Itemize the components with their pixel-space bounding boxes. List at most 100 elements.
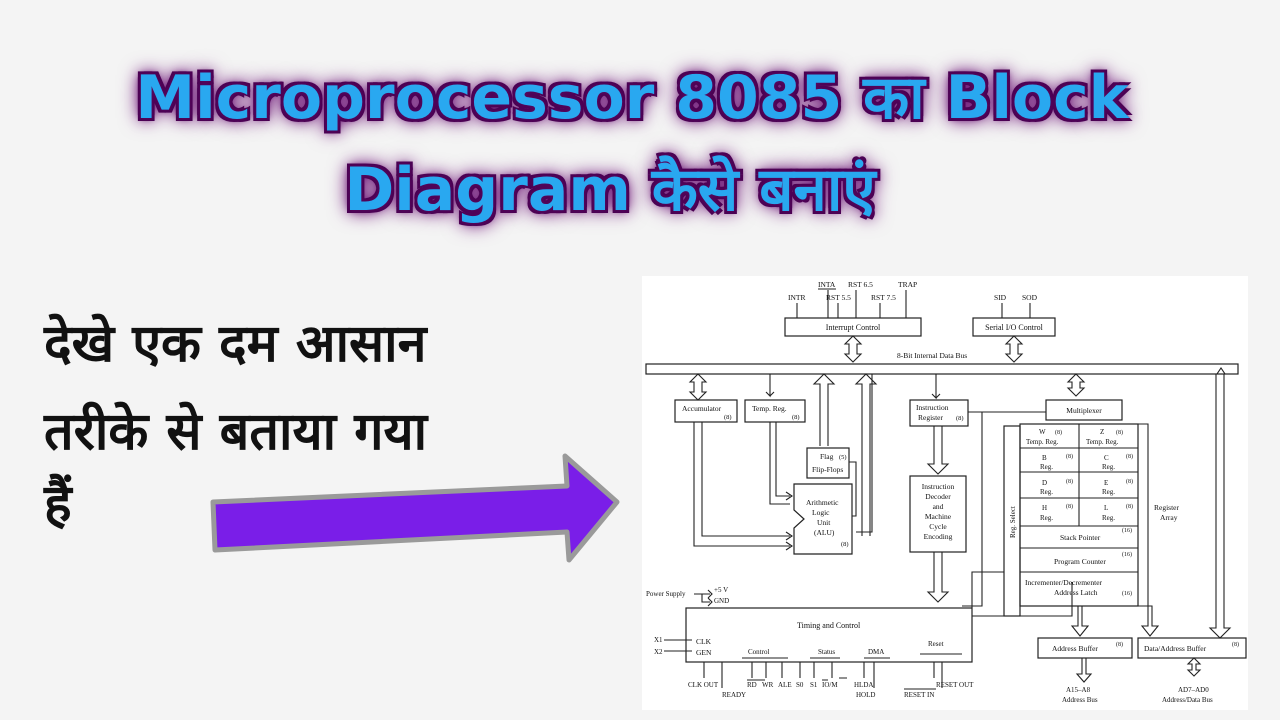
reg-w-desc: Temp. Reg. bbox=[1026, 438, 1059, 446]
instruction-register-line-1: Instruction bbox=[916, 403, 949, 412]
block-diagram-8085: INTA RST 6.5 TRAP INTR RST 5.5 RST 7.5 S… bbox=[642, 276, 1248, 710]
reg-h-name: H bbox=[1042, 504, 1047, 512]
sid-label: SID bbox=[994, 293, 1007, 302]
alu-line-4: (ALU) bbox=[814, 528, 835, 537]
gnd-label: GND bbox=[714, 597, 729, 605]
serial-io-label: Serial I/O Control bbox=[985, 323, 1044, 332]
address-buffer-bits: (8) bbox=[1116, 641, 1123, 648]
reg-d-bits: (8) bbox=[1066, 478, 1073, 485]
reg-e-desc: Reg. bbox=[1102, 488, 1115, 496]
inc-dec-bits: (16) bbox=[1122, 590, 1132, 597]
reset-in-label: RESET IN bbox=[904, 691, 934, 699]
reg-z-bits: (8) bbox=[1116, 429, 1123, 436]
reg-c-name: C bbox=[1104, 454, 1109, 462]
instruction-register-bits: (8) bbox=[956, 415, 964, 422]
plus5v-label: +5 V bbox=[714, 586, 728, 594]
alu-line-1: Arithmetic bbox=[806, 498, 839, 507]
data-bus-range: AD7–AD0 bbox=[1178, 686, 1209, 694]
hold-label: HOLD bbox=[856, 691, 875, 699]
rst55-label: RST 5.5 bbox=[826, 293, 851, 302]
alu-line-3: Unit bbox=[817, 518, 831, 527]
x2-label: X2 bbox=[654, 648, 663, 656]
flag-bits: (5) bbox=[839, 454, 847, 461]
reg-l-name: L bbox=[1104, 504, 1108, 512]
reg-w-bits: (8) bbox=[1055, 429, 1062, 436]
right-arrow-icon bbox=[210, 453, 620, 563]
decoder-line-2: Decoder bbox=[925, 492, 951, 501]
reset-label: Reset bbox=[928, 640, 944, 648]
address-bus-label: Address Bus bbox=[1062, 696, 1098, 704]
title-line-2: Diagram कैसे बनाएं bbox=[344, 155, 876, 225]
flip-flops-label: Flip-Flops bbox=[812, 465, 843, 474]
rd-label: RD bbox=[747, 681, 757, 689]
inc-dec-line-2: Address Latch bbox=[1054, 588, 1098, 597]
accumulator-bits: (8) bbox=[724, 414, 732, 421]
alu-bits: (8) bbox=[841, 541, 849, 548]
io-m-label: IO/M bbox=[822, 681, 838, 689]
sod-label: SOD bbox=[1022, 293, 1038, 302]
stack-pointer-label: Stack Pointer bbox=[1060, 533, 1101, 542]
decoder-line-6: Encoding bbox=[924, 532, 953, 541]
rst75-label: RST 7.5 bbox=[871, 293, 896, 302]
data-bus-label: Address/Data Bus bbox=[1162, 696, 1213, 704]
s0-label: S0 bbox=[796, 681, 804, 689]
reg-select-label: Reg. Select bbox=[1009, 506, 1017, 538]
reg-b-bits: (8) bbox=[1066, 453, 1073, 460]
decoder-line-1: Instruction bbox=[922, 482, 955, 491]
subtitle-line-1: देखे एक दम आसान bbox=[44, 314, 427, 374]
control-label: Control bbox=[748, 648, 769, 656]
reg-b-name: B bbox=[1042, 454, 1047, 462]
reset-out-label: RESET OUT bbox=[936, 681, 974, 689]
stack-pointer-bits: (16) bbox=[1122, 527, 1132, 534]
accumulator-label: Accumulator bbox=[682, 404, 722, 413]
decoder-line-3: and bbox=[933, 502, 944, 511]
title-line-1: Microprocessor 8085 का Block bbox=[135, 63, 1129, 133]
rst65-label: RST 6.5 bbox=[848, 280, 873, 289]
clk-label: CLK bbox=[696, 637, 712, 646]
temp-reg-label: Temp. Reg. bbox=[752, 404, 787, 413]
internal-bus-label: 8-Bit Internal Data Bus bbox=[897, 351, 967, 360]
ale-label: ALE bbox=[778, 681, 792, 689]
alu-line-2: Logic bbox=[812, 508, 830, 517]
reg-e-name: E bbox=[1104, 479, 1108, 487]
program-counter-label: Program Counter bbox=[1054, 557, 1106, 566]
reg-z-name: Z bbox=[1100, 428, 1104, 436]
address-bus-range: A15–A8 bbox=[1066, 686, 1091, 694]
register-array-line-2: Array bbox=[1160, 513, 1178, 522]
reg-d-desc: Reg. bbox=[1040, 488, 1053, 496]
dma-label: DMA bbox=[868, 648, 884, 656]
instruction-register-line-2: Register bbox=[918, 413, 943, 422]
ready-label: READY bbox=[722, 691, 746, 699]
data-address-buffer-label: Data/Address Buffer bbox=[1144, 644, 1207, 653]
clk-out-label: CLK OUT bbox=[688, 681, 719, 689]
gen-label: GEN bbox=[696, 648, 712, 657]
subtitle-line-2: तरीके से बताया गया bbox=[44, 402, 428, 462]
data-address-buffer-bits: (8) bbox=[1232, 641, 1239, 648]
reg-d-name: D bbox=[1042, 479, 1047, 487]
reg-z-desc: Temp. Reg. bbox=[1086, 438, 1119, 446]
interrupt-control-label: Interrupt Control bbox=[826, 323, 881, 332]
reg-c-bits: (8) bbox=[1126, 453, 1133, 460]
status-label: Status bbox=[818, 648, 835, 656]
power-supply-label: Power Supply bbox=[646, 590, 686, 598]
reg-b-desc: Reg. bbox=[1040, 463, 1053, 471]
inc-dec-line-1: Incrementer/Decrementer bbox=[1025, 578, 1103, 587]
timing-control-label: Timing and Control bbox=[797, 621, 861, 630]
wr-label: WR bbox=[762, 681, 774, 689]
decoder-line-5: Cycle bbox=[929, 522, 947, 531]
multiplexer-label: Multiplexer bbox=[1066, 406, 1102, 415]
trap-label: TRAP bbox=[898, 280, 917, 289]
temp-reg-bits: (8) bbox=[792, 414, 800, 421]
reg-e-bits: (8) bbox=[1126, 478, 1133, 485]
address-buffer-label: Address Buffer bbox=[1052, 644, 1098, 653]
register-array-line-1: Register bbox=[1154, 503, 1179, 512]
s1-label: S1 bbox=[810, 681, 818, 689]
x1-label: X1 bbox=[654, 636, 663, 644]
inta-label: INTA bbox=[818, 280, 836, 289]
hlda-label: HLDA bbox=[854, 681, 873, 689]
flag-label: Flag bbox=[820, 452, 834, 461]
reg-h-desc: Reg. bbox=[1040, 514, 1053, 522]
reg-h-bits: (8) bbox=[1066, 503, 1073, 510]
reg-l-desc: Reg. bbox=[1102, 514, 1115, 522]
program-counter-bits: (16) bbox=[1122, 551, 1132, 558]
